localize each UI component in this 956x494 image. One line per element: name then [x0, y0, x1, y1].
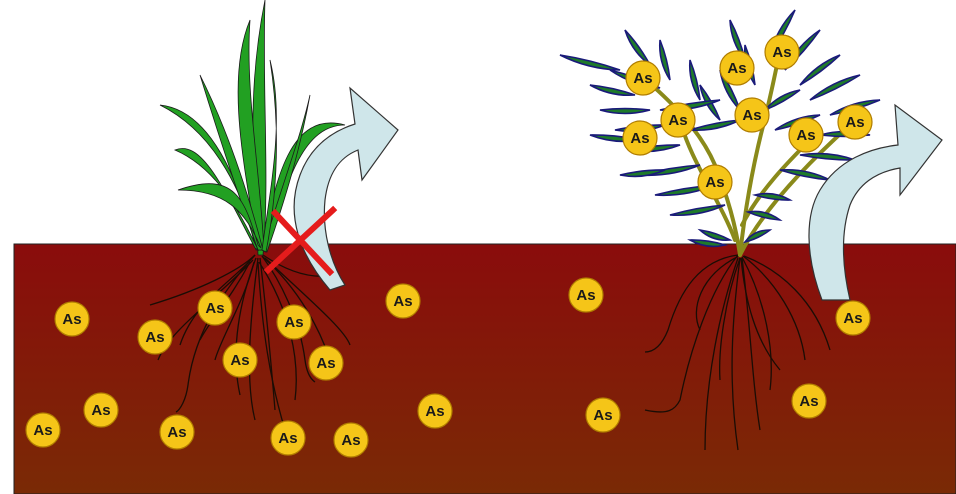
as-particle-label: As — [33, 422, 52, 439]
fern-leaflet — [560, 55, 620, 70]
as-particle-label: As — [772, 44, 791, 61]
as-particle: As — [55, 302, 89, 336]
as-particle-label: As — [425, 403, 444, 420]
as-particle: As — [698, 165, 732, 199]
as-particle-label: As — [205, 300, 224, 317]
as-particle-label: As — [91, 402, 110, 419]
as-particle: As — [735, 98, 769, 132]
as-particle-label: As — [799, 393, 818, 410]
as-particle: As — [26, 413, 60, 447]
as-particle: As — [765, 35, 799, 69]
fern-leaflet — [660, 40, 670, 80]
as-particle-label: As — [62, 311, 81, 328]
as-particle: As — [84, 393, 118, 427]
as-particle: As — [271, 421, 305, 455]
as-particle-label: As — [593, 407, 612, 424]
as-particle: As — [626, 61, 660, 95]
as-particle-label: As — [278, 430, 297, 447]
as-particle-label: As — [633, 70, 652, 87]
as-particle-label: As — [316, 355, 335, 372]
as-particle-label: As — [284, 314, 303, 331]
as-particle: As — [334, 423, 368, 457]
as-particle-label: As — [630, 130, 649, 147]
fern-leaflet — [600, 109, 650, 114]
as-particle: As — [836, 301, 870, 335]
as-particle: As — [569, 278, 603, 312]
as-particle-label: As — [843, 310, 862, 327]
fern-leaflet — [690, 60, 700, 100]
as-particle-label: As — [341, 432, 360, 449]
fern-leaflet — [810, 75, 860, 100]
as-particle-label: As — [230, 352, 249, 369]
as-particle: As — [720, 51, 754, 85]
as-particle: As — [623, 121, 657, 155]
as-particle-label: As — [705, 174, 724, 191]
as-particle: As — [198, 291, 232, 325]
as-particle: As — [138, 320, 172, 354]
as-particle-label: As — [167, 424, 186, 441]
as-particle: As — [661, 103, 695, 137]
as-particle: As — [277, 305, 311, 339]
as-particle-label: As — [576, 287, 595, 304]
fern-leaflet — [670, 205, 725, 215]
as-particle-label: As — [742, 107, 761, 124]
as-particle-label: As — [727, 60, 746, 77]
fern-leaflet — [780, 170, 830, 180]
fern-leaflet — [800, 55, 840, 85]
as-particle: As — [418, 394, 452, 428]
as-particle: As — [160, 415, 194, 449]
as-particle-label: As — [845, 114, 864, 131]
as-particle-label: As — [796, 127, 815, 144]
fern-leaflet — [700, 230, 730, 240]
fern-leaflet — [800, 154, 855, 160]
as-particle: As — [586, 398, 620, 432]
as-particle: As — [386, 284, 420, 318]
fern-leaflet — [625, 30, 650, 65]
as-particle-label: As — [668, 112, 687, 129]
as-particle-label: As — [393, 293, 412, 310]
as-particle: As — [789, 118, 823, 152]
as-particle-label: As — [145, 329, 164, 346]
as-particle: As — [309, 346, 343, 380]
fern-leaflet — [690, 120, 740, 130]
as-particle: As — [792, 384, 826, 418]
as-particle: As — [223, 343, 257, 377]
soil — [14, 244, 956, 494]
as-particle: As — [838, 105, 872, 139]
